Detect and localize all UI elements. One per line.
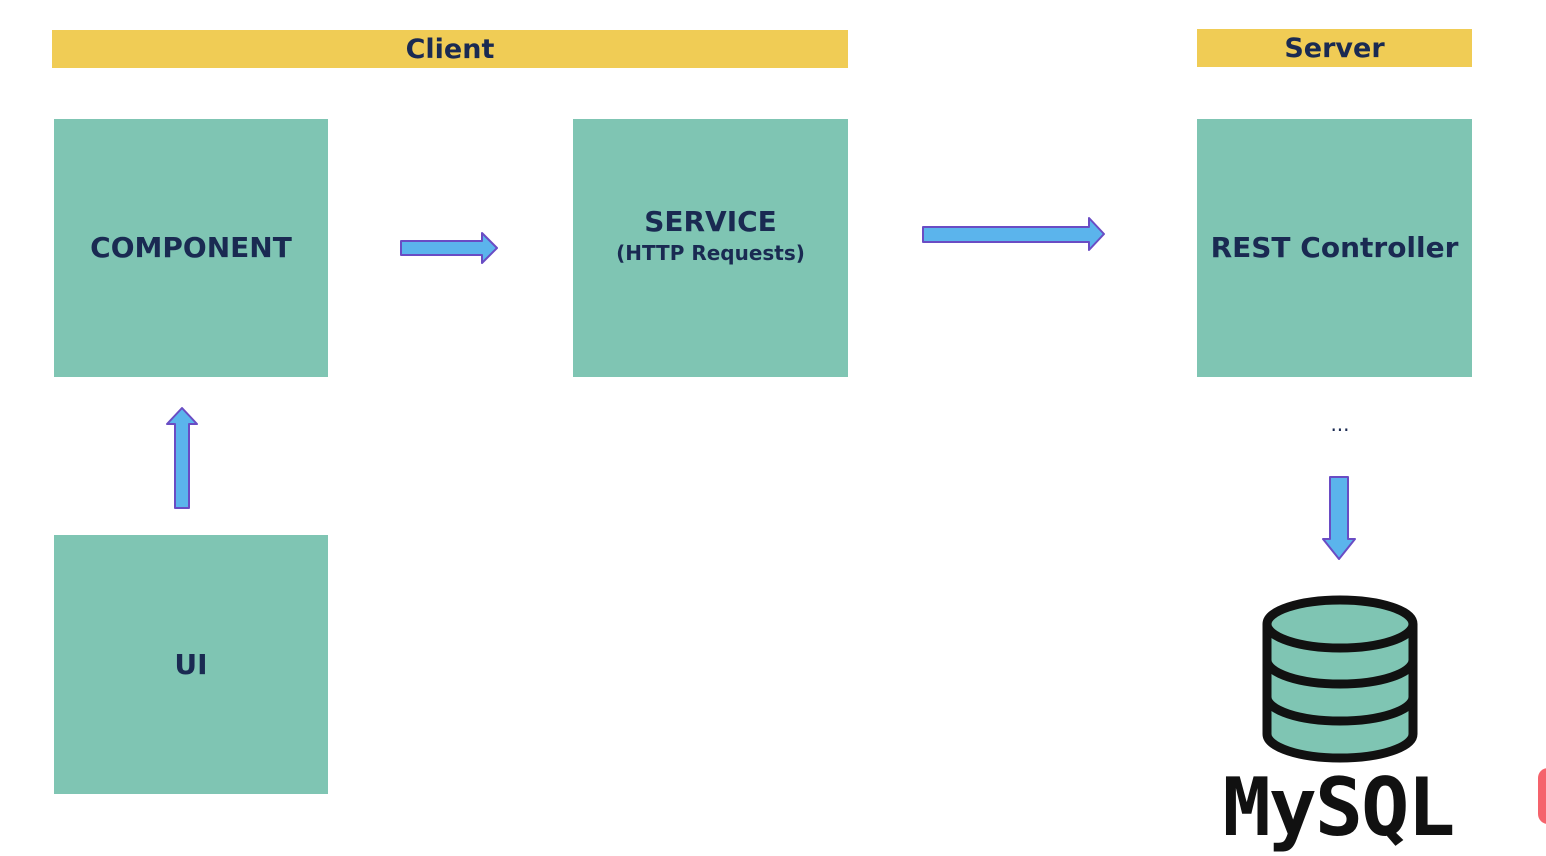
component-box: COMPONENT <box>54 119 328 377</box>
service-box: SERVICE (HTTP Requests) <box>573 119 848 377</box>
component-label: COMPONENT <box>90 231 292 264</box>
server-section-label: Server <box>1284 32 1385 64</box>
service-to-server-arrow <box>922 217 1105 251</box>
controller-to-database-arrow <box>1322 476 1356 560</box>
mysql-label: MySQL <box>1222 761 1456 854</box>
service-label: SERVICE <box>644 205 777 238</box>
server-section-header: Server <box>1197 29 1472 67</box>
ui-to-component-arrow <box>166 407 198 509</box>
rest-controller-label: REST Controller <box>1210 231 1459 264</box>
client-section-label: Client <box>405 33 495 65</box>
edge-marker <box>1538 768 1546 824</box>
component-to-service-arrow <box>400 232 498 264</box>
ellipsis-text: ... <box>1330 412 1350 436</box>
ui-box: UI <box>54 535 328 794</box>
client-section-header: Client <box>52 30 848 68</box>
service-sublabel: (HTTP Requests) <box>616 241 805 265</box>
rest-controller-box: REST Controller <box>1197 119 1472 377</box>
database-icon <box>1262 595 1418 763</box>
ui-label: UI <box>174 647 208 681</box>
